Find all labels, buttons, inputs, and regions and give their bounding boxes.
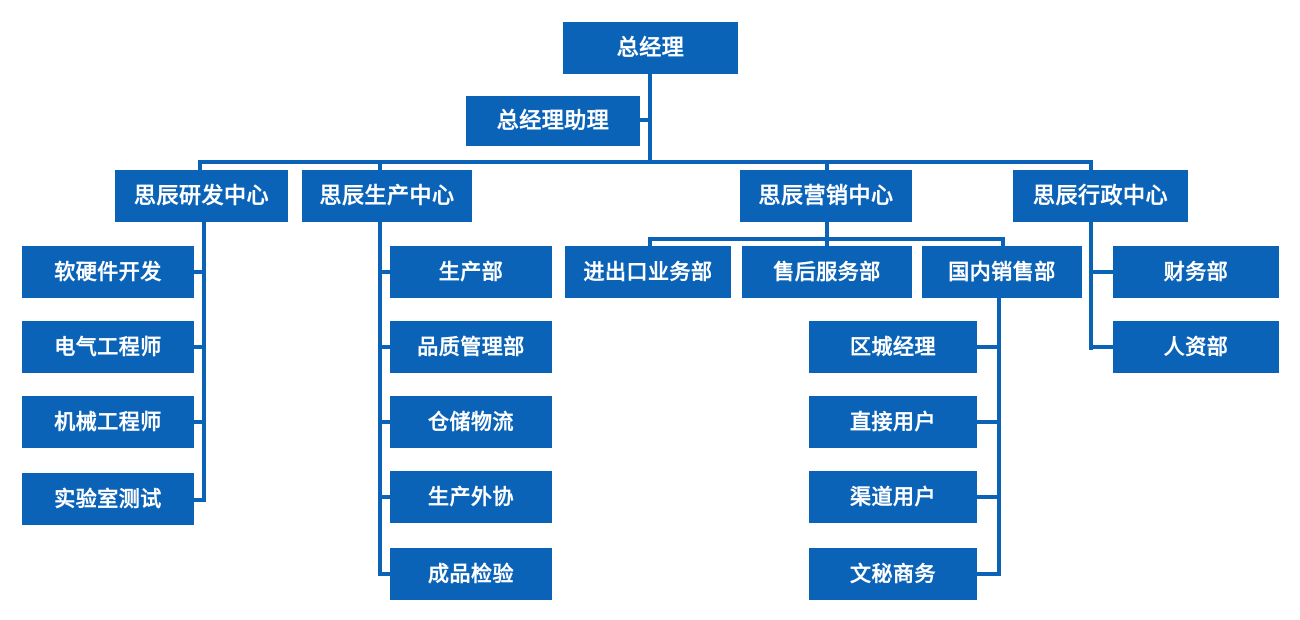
node-software-hardware-dev[interactable]: 软硬件开发 [22,246,194,298]
connector-marketing-stub-aftersales [825,237,829,249]
connector-rnd-stub-2 [193,345,205,349]
connector-sales-stub-2 [977,420,999,424]
node-warehouse-logistics[interactable]: 仓储物流 [390,396,552,448]
node-lab-test[interactable]: 实验室测试 [22,473,194,525]
connector-rnd-spine [202,214,206,502]
connector-marketing-drop [825,214,829,241]
node-finance-department[interactable]: 财务部 [1113,246,1279,298]
node-mechanical-engineer[interactable]: 机械工程师 [22,396,194,448]
node-channel-customer[interactable]: 渠道用户 [809,471,977,523]
node-domestic-sales-department[interactable]: 国内销售部 [922,246,1082,298]
connector-prod-stub-3 [378,420,391,424]
connector-sales-stub-4 [977,572,999,576]
connector-main-bus [198,160,1093,164]
node-marketing-center[interactable]: 思辰营销中心 [740,170,912,222]
node-general-manager-assistant[interactable]: 总经理助理 [466,96,640,146]
node-production-outsourcing[interactable]: 生产外协 [390,471,552,523]
connector-drop-marketing [825,160,829,172]
connector-rnd-stub-1 [193,270,205,274]
node-after-sales-department[interactable]: 售后服务部 [742,246,912,298]
node-production-department[interactable]: 生产部 [390,246,552,298]
connector-gm-assistant-stub [640,118,650,122]
node-direct-customer[interactable]: 直接用户 [809,396,977,448]
connector-prod-stub-5 [378,572,391,576]
node-finished-product-inspection[interactable]: 成品检验 [390,548,552,600]
connector-admin-stub-finance [1089,270,1113,274]
node-import-export-department[interactable]: 进出口业务部 [565,246,731,298]
connector-sales-stub-1 [977,345,999,349]
connector-sales-stub-3 [977,495,999,499]
connector-rnd-stub-4 [193,498,205,502]
node-rnd-center[interactable]: 思辰研发中心 [115,170,288,222]
connector-marketing-stub-domestic [1001,237,1005,249]
node-regional-manager[interactable]: 区城经理 [809,321,977,373]
node-general-manager[interactable]: 总经理 [563,22,738,74]
node-quality-management-department[interactable]: 品质管理部 [390,321,552,373]
connector-marketing-stub-import [648,237,652,249]
connector-sales-spine [997,298,1001,576]
node-hr-department[interactable]: 人资部 [1113,321,1279,373]
connector-prod-stub-1 [378,270,391,274]
connector-drop-prod [378,160,382,172]
connector-admin-stub-hr [1089,345,1113,349]
node-production-center[interactable]: 思辰生产中心 [302,170,472,222]
connector-gm-spine [648,74,652,164]
node-admin-center[interactable]: 思辰行政中心 [1013,170,1188,222]
connector-drop-admin [1089,160,1093,172]
node-secretary-business[interactable]: 文秘商务 [809,548,977,600]
connector-rnd-stub-3 [193,420,205,424]
connector-admin-spine [1089,214,1093,350]
connector-prod-spine [378,214,382,576]
connector-prod-stub-2 [378,345,391,349]
connector-prod-stub-4 [378,495,391,499]
connector-drop-rnd [198,160,202,172]
node-electrical-engineer[interactable]: 电气工程师 [22,321,194,373]
